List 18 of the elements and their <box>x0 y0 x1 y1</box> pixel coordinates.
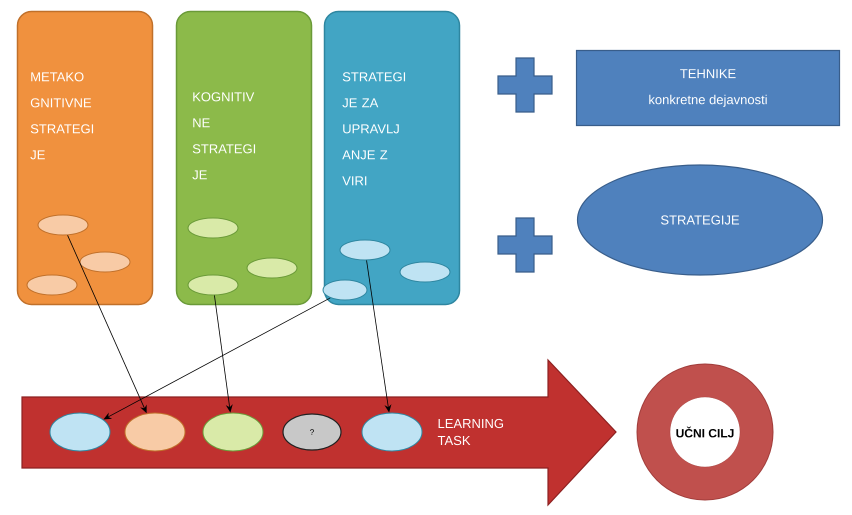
small-ellipse <box>322 280 368 300</box>
technique-box: TEHNIKE konkretne dejavnosti <box>576 50 840 126</box>
strategy-column: STRATEGI JE ZA UPRAVLJ ANJE Z VIRI <box>324 10 460 306</box>
goal-ring: UČNI CILJ <box>636 364 774 500</box>
small-ellipse <box>50 412 110 452</box>
small-ellipse <box>362 412 422 452</box>
small-ellipse <box>202 412 264 452</box>
small-ellipse <box>124 412 186 452</box>
strategy-column: KOGNITIV NE STRATEGI JE <box>176 10 312 306</box>
small-ellipse <box>38 214 88 236</box>
small-ellipse <box>26 274 78 296</box>
small-ellipse <box>400 262 450 282</box>
small-ellipse <box>80 252 130 272</box>
strategy-column: METAKO GNITIVNE STRATEGI JE <box>16 10 154 306</box>
small-ellipse <box>188 218 238 238</box>
small-ellipse <box>188 274 238 296</box>
small-ellipse <box>246 258 298 278</box>
small-ellipse <box>340 240 390 260</box>
